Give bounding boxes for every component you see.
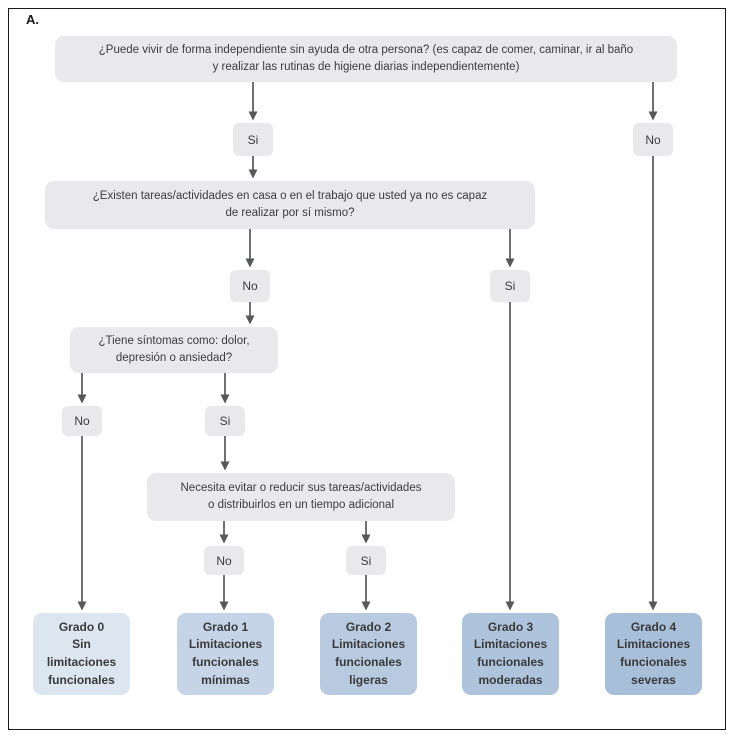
outcome-line: funcionales	[192, 655, 259, 669]
outcome-line: funcionales	[335, 655, 402, 669]
outcome-line: Limitaciones	[473, 637, 548, 652]
outcome-line: funcionales	[477, 655, 544, 669]
question-independence: ¿Puede vivir de forma independiente sin …	[55, 36, 677, 82]
outcome-grado-0: Grado 0 Sin limitaciones funcionales	[33, 613, 130, 695]
question-avoid-reduce: Necesita evitar o reducir sus tareas/act…	[147, 473, 455, 521]
outcome-line: severas	[631, 672, 676, 687]
question-line: de realizar por sí mismo?	[225, 207, 355, 219]
answer-si-q2: Si	[490, 270, 530, 302]
outcome-grado-1: Grado 1 Limitaciones funcionales mínimas	[177, 613, 274, 695]
question-line: o distribuirlos en un tiempo adicional	[207, 499, 395, 511]
question-line: ¿Puede vivir de forma independiente sin …	[98, 43, 634, 56]
outcome-title: Grado 0	[58, 619, 105, 634]
question-line: y realizar las rutinas de higiene diaria…	[212, 61, 520, 73]
question-line: Necesita evitar o reducir sus tareas/act…	[180, 481, 422, 494]
answer-no-q2: No	[230, 270, 270, 302]
outcome-line: Limitaciones	[188, 637, 263, 652]
outcome-title: Grado 2	[345, 619, 392, 634]
outcome-line: funcionales	[620, 655, 687, 669]
outcome-line: limitaciones	[46, 655, 117, 669]
outcome-line: funcionales	[48, 672, 115, 687]
answer-si-q4: Si	[346, 546, 386, 575]
outcome-grado-2: Grado 2 Limitaciones funcionales ligeras	[320, 613, 417, 695]
question-line: depresión o ansiedad?	[115, 352, 233, 364]
answer-si-q3: Si	[205, 406, 245, 436]
answer-no-q3: No	[62, 406, 102, 436]
outcome-line: Sin	[72, 637, 91, 652]
answer-si-q1: Si	[233, 123, 273, 156]
outcome-line: Limitaciones	[616, 637, 691, 652]
question-line: ¿Tiene síntomas como: dolor,	[98, 334, 250, 347]
outcome-grado-4: Grado 4 Limitaciones funcionales severas	[605, 613, 702, 695]
outcome-title: Grado 3	[487, 619, 534, 634]
figure-label: A.	[26, 12, 39, 27]
question-tasks: ¿Existen tareas/actividades en casa o en…	[45, 181, 535, 229]
answer-no-q4: No	[204, 546, 244, 575]
question-symptoms: ¿Tiene síntomas como: dolor, depresión o…	[70, 327, 278, 373]
outcome-line: moderadas	[478, 672, 543, 687]
question-line: ¿Existen tareas/actividades en casa o en…	[92, 189, 488, 202]
outcome-line: mínimas	[201, 672, 250, 687]
outcome-line: ligeras	[349, 672, 388, 687]
outcome-title: Grado 1	[202, 619, 249, 634]
answer-no-q1: No	[633, 123, 673, 156]
figure-border	[8, 8, 726, 730]
outcome-grado-3: Grado 3 Limitaciones funcionales moderad…	[462, 613, 559, 695]
outcome-title: Grado 4	[630, 619, 677, 634]
outcome-line: Limitaciones	[331, 637, 406, 652]
